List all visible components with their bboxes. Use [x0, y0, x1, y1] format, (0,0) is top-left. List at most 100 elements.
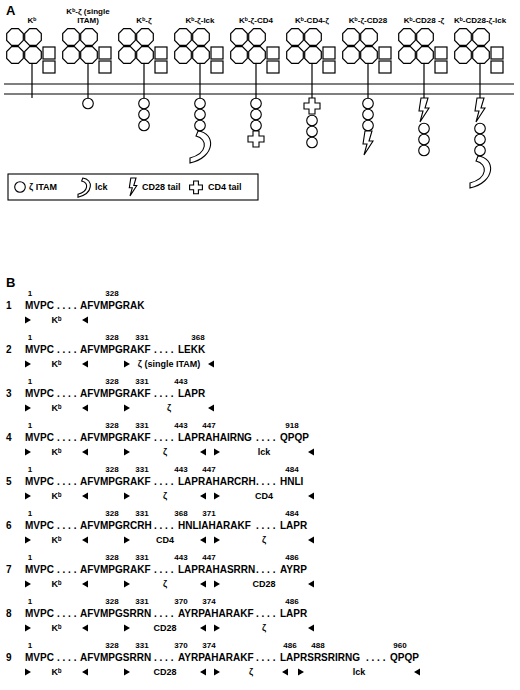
transmembrane-stem — [479, 60, 480, 98]
domain-name: ζ — [163, 491, 167, 501]
domain-end-marker — [200, 669, 206, 676]
legend-text: CD4 tail — [208, 182, 242, 192]
domain-end-marker — [82, 669, 88, 676]
sequence-segment: HNLIAHARAKF — [178, 520, 251, 532]
sequence-segment: AFVMPGRCRH — [80, 520, 152, 532]
construct-name: Kᵇ-CD28 -ζ — [404, 16, 445, 25]
mhc-domain — [361, 29, 378, 46]
beta2m-domain — [435, 61, 447, 73]
residue-number: 331 — [135, 597, 148, 606]
mhc-domain — [305, 47, 322, 64]
domain-end-marker — [200, 581, 206, 588]
sequence-segment: . . . . — [256, 476, 275, 488]
domain-name: Kᵇ — [51, 403, 61, 413]
mhc-domain — [417, 29, 434, 46]
itam-circle — [307, 126, 318, 137]
mhc-domain — [231, 47, 248, 64]
mhc-domain — [119, 29, 136, 46]
residue-number: 374 — [202, 597, 215, 606]
cd28-tail-symbol — [475, 98, 485, 122]
residue-number: 368 — [191, 333, 204, 342]
residue-number: 1 — [28, 509, 32, 518]
lck-symbol — [78, 178, 90, 197]
sequence-segment: HNLI — [280, 476, 303, 488]
construct-name: Kᵇ-ζ (single ITAM) — [55, 7, 121, 25]
sequence-segment: MVPC — [25, 520, 54, 532]
mhc-domain — [361, 47, 378, 64]
domain-start-marker — [124, 361, 130, 368]
row-number: 3 — [6, 388, 12, 400]
row-number: 5 — [6, 476, 12, 488]
domain-start-marker — [124, 581, 130, 588]
sequence-segment: . . . . — [57, 432, 76, 444]
itam-circle — [195, 98, 206, 109]
sequence-segment: MVPC — [25, 432, 54, 444]
domain-name: Kᵇ — [51, 359, 61, 369]
mhc-domain — [343, 29, 360, 46]
domain-end-marker — [200, 625, 206, 632]
domain-end-marker — [282, 669, 288, 676]
residue-number: 328 — [105, 641, 118, 650]
sequence-segment: MVPC — [25, 388, 54, 400]
sequence-segment: AYRPAHARAKF — [178, 608, 254, 620]
beta2m-domain — [379, 61, 391, 73]
beta2m-domain — [211, 47, 223, 59]
sequence-segment: . . . . — [154, 344, 173, 356]
row-number: 1 — [6, 300, 12, 312]
transmembrane-stem — [423, 60, 424, 98]
domain-start-marker — [25, 625, 31, 632]
sequence-segment: AFVMPGRAKF — [80, 388, 151, 400]
domain-name: Kᵇ — [51, 535, 61, 545]
panel-letter: B — [6, 276, 15, 291]
itam-circle — [139, 98, 150, 109]
domain-name: lck — [353, 667, 366, 677]
residue-number: 328 — [105, 509, 118, 518]
domain-start-marker — [25, 537, 31, 544]
legend-text: lck — [95, 182, 108, 192]
domain-start-marker — [25, 669, 31, 676]
itam-circle — [251, 109, 262, 120]
domain-name: Kᵇ — [51, 579, 61, 589]
domain-name: CD4 — [156, 535, 174, 545]
sequence-segment: . . . . — [57, 608, 76, 620]
row-number: 2 — [6, 344, 12, 356]
sequence-segment: . . . . — [256, 652, 275, 664]
domain-name: Kᵇ — [51, 447, 61, 457]
sequence-segment: MVPC — [25, 476, 54, 488]
transmembrane-stem — [367, 60, 368, 98]
mhc-domain — [7, 47, 24, 64]
itam-circle — [475, 123, 486, 134]
mhc-domain — [25, 47, 42, 64]
sequence-segment: . . . . — [256, 432, 275, 444]
domain-end-marker — [208, 405, 214, 412]
residue-number: 331 — [135, 421, 148, 430]
lck-symbol — [190, 131, 211, 163]
sequence-segment: LAPR — [280, 520, 307, 532]
transmembrane-stem — [311, 60, 312, 98]
construct-name: Kᵇ-ζ-CD4 — [239, 16, 273, 25]
sequence-segment: . . . . — [366, 652, 385, 664]
residue-number: 484 — [285, 509, 298, 518]
residue-number: 371 — [202, 509, 215, 518]
domain-start-marker — [124, 493, 130, 500]
domain-start-marker — [214, 537, 220, 544]
domain-end-marker — [208, 361, 214, 368]
beta2m-domain — [211, 61, 223, 73]
domain-start-marker — [124, 625, 130, 632]
domain-name: Kᵇ — [51, 315, 61, 325]
residue-number: 328 — [105, 465, 118, 474]
residue-number: 331 — [135, 333, 148, 342]
domain-name: Kᵇ — [51, 623, 61, 633]
itam-circle — [475, 145, 486, 156]
residue-number: 447 — [202, 553, 215, 562]
sequence-segment: . . . . — [154, 608, 173, 620]
construct-name: Kᵇ-ζ — [136, 16, 151, 25]
residue-number: 331 — [135, 641, 148, 650]
residue-number: 368 — [174, 509, 187, 518]
membrane-line — [4, 83, 514, 84]
cd28-tail-symbol — [129, 178, 137, 196]
domain-name: Kᵇ — [51, 491, 61, 501]
itam-circle — [419, 134, 430, 145]
beta2m-domain — [267, 61, 279, 73]
